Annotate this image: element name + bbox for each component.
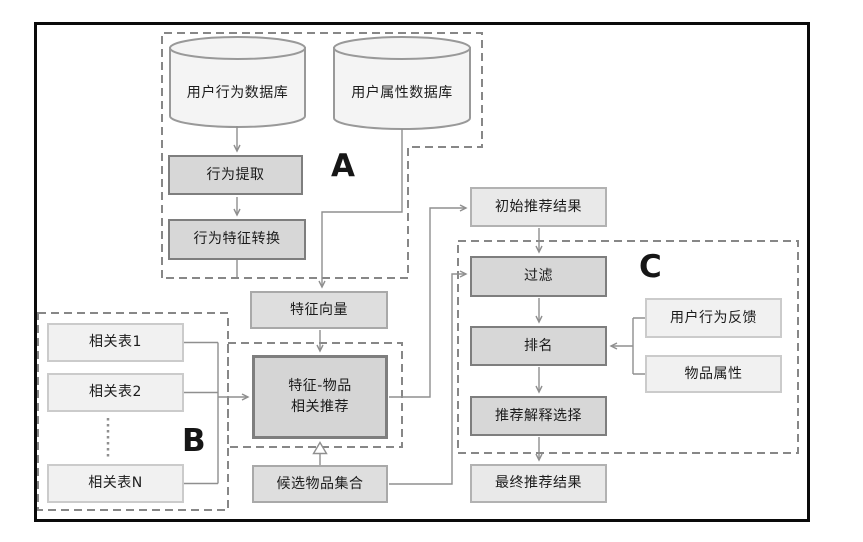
arrow-candidate-to-filter [389, 274, 466, 485]
node-related-table-1: 相关表1 [47, 323, 184, 362]
node-behavior-feature-conversion: 行为特征转换 [168, 219, 306, 260]
hollow-arrowhead-up [312, 441, 328, 455]
node-feature-item-recommendation: 特征-物品 相关推荐 [252, 355, 388, 439]
node-ranking: 排名 [470, 326, 607, 366]
arrow-attributedb-to-featurevector [322, 129, 403, 287]
node-behavior-extraction: 行为提取 [168, 155, 303, 195]
node-recommendation-explanation-selection: 推荐解释选择 [470, 396, 607, 436]
line-feedback-bracket [632, 317, 645, 375]
node-item-attributes: 物品属性 [645, 355, 782, 393]
user-behavior-db-label: 用户行为数据库 [186, 85, 289, 101]
node-final-recommendation-result: 最终推荐结果 [470, 464, 607, 503]
section-c-boundary [457, 240, 799, 454]
section-c-label: C [639, 249, 662, 285]
connectors [106, 126, 645, 485]
node-user-behavior-feedback: 用户行为反馈 [645, 298, 782, 338]
node-candidate-item-set: 候选物品集合 [252, 465, 388, 503]
node-filter: 过滤 [470, 256, 607, 297]
user-attribute-db-label: 用户属性数据库 [351, 85, 453, 101]
user-behavior-db-cylinder [169, 36, 306, 128]
section-a-label: A [331, 148, 355, 184]
node-related-table-n: 相关表N [47, 464, 184, 503]
feature-item-boundary [227, 342, 403, 448]
arrow-featureitem-to-initialresult [389, 208, 466, 398]
section-a-boundary [161, 32, 483, 279]
node-initial-recommendation-result: 初始推荐结果 [470, 187, 607, 227]
node-related-table-2: 相关表2 [47, 373, 184, 412]
node-feature-vector: 特征向量 [250, 291, 388, 329]
user-attribute-db-cylinder [333, 36, 471, 130]
section-b-label: B [182, 423, 206, 459]
